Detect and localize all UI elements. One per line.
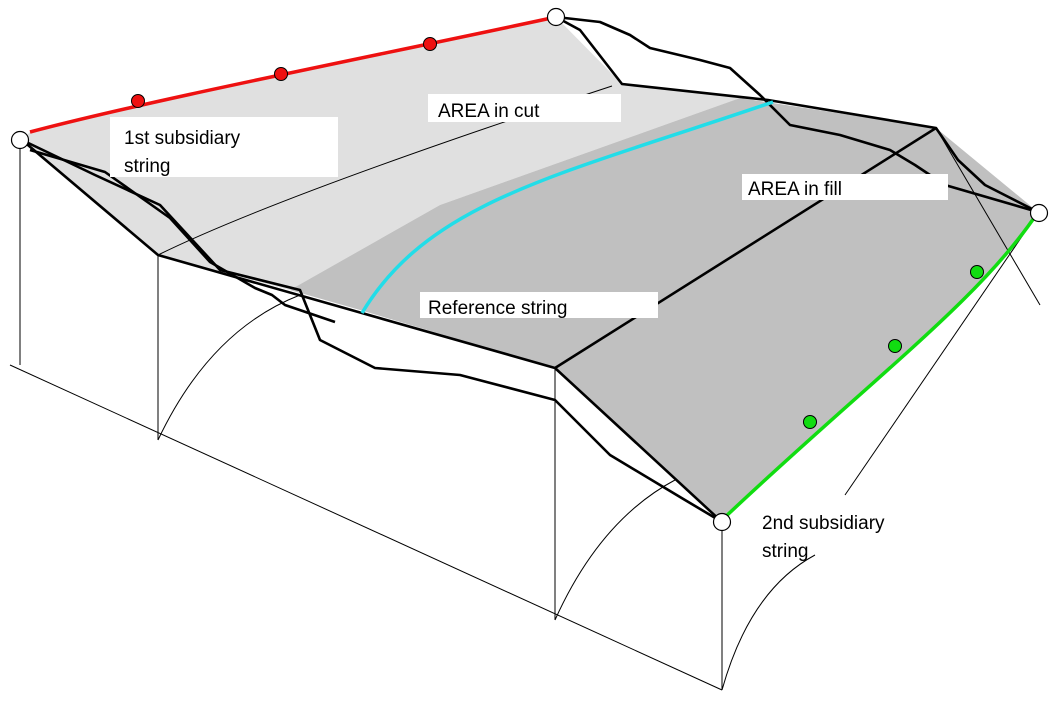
left-base-edge bbox=[9, 364, 723, 691]
terrain-lines bbox=[21, 15, 1039, 524]
string-points bbox=[10, 7, 1049, 532]
surfaces bbox=[22, 17, 1038, 520]
rear-terrain-line bbox=[555, 15, 1039, 214]
labels: 1st subsidiary string AREA in cut AREA i… bbox=[124, 101, 885, 562]
reference-string-label: Reference string bbox=[428, 298, 567, 319]
area-cut-label-box bbox=[428, 94, 621, 122]
first-string-label-line2: string bbox=[124, 156, 170, 177]
first-string-label-line1: 1st subsidiary bbox=[124, 128, 241, 149]
first-subsidiary-string bbox=[29, 15, 557, 134]
corner-node bbox=[10, 130, 30, 150]
reference-string-label-box bbox=[420, 292, 658, 318]
terrain-line-inner bbox=[29, 148, 336, 324]
green-point bbox=[803, 415, 817, 429]
right-diagonal-edge bbox=[935, 127, 1041, 306]
formation-line-left bbox=[21, 139, 723, 523]
red-point bbox=[131, 94, 145, 108]
area-cut-label: AREA in cut bbox=[438, 101, 540, 122]
fill-area-surface bbox=[290, 98, 1038, 520]
second-string-label-line2: string bbox=[762, 541, 808, 562]
curved-section-3 bbox=[721, 554, 816, 691]
corner-node bbox=[712, 512, 732, 532]
red-point bbox=[423, 37, 437, 51]
reference-string bbox=[360, 100, 774, 314]
mid-terrain-line-upper bbox=[555, 15, 1039, 214]
formation-line-right bbox=[554, 126, 937, 370]
curved-section-1 bbox=[157, 294, 301, 441]
green-point bbox=[888, 339, 902, 353]
red-point bbox=[274, 67, 288, 81]
area-fill-label-box bbox=[742, 174, 948, 200]
corner-node bbox=[1029, 203, 1049, 223]
cut-area-surface bbox=[22, 17, 768, 290]
corner-node bbox=[546, 7, 566, 27]
area-fill-label: AREA in fill bbox=[748, 179, 842, 200]
label-boxes bbox=[110, 94, 948, 318]
second-string-label-line1: 2nd subsidiary bbox=[762, 513, 885, 534]
second-subsidiary-string bbox=[720, 211, 1040, 522]
right-base-edge bbox=[844, 212, 1039, 496]
green-point bbox=[970, 265, 984, 279]
strings bbox=[29, 15, 1040, 522]
curved-section-2 bbox=[554, 479, 676, 621]
left-terrain-line bbox=[21, 138, 723, 524]
first-string-label-box bbox=[110, 117, 338, 177]
